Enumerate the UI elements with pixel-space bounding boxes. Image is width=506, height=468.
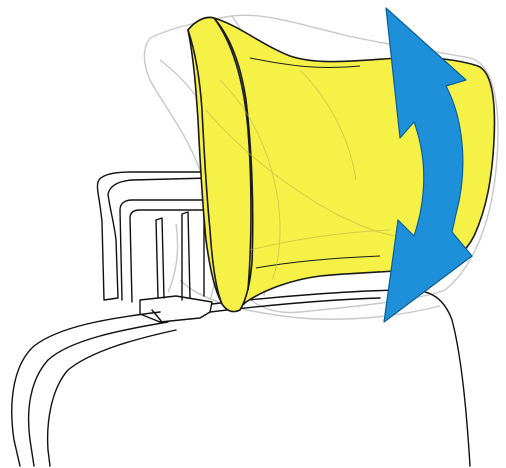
curved-double-arrow-icon [383, 7, 473, 323]
seat-back-outer-left [11, 311, 161, 467]
right-post-left [181, 211, 191, 301]
seat-back [11, 289, 471, 467]
left-post-inner [129, 209, 211, 303]
headrest-front-face [187, 16, 254, 313]
seat-back-mid-left [27, 321, 169, 467]
center-post-left [155, 217, 165, 299]
headrest-seam-top [249, 57, 361, 69]
ghost-headrest-back [143, 14, 499, 314]
seat-back-inner-left [46, 329, 177, 467]
headrest-support-frame [96, 171, 213, 323]
outer-frame [96, 171, 211, 301]
clamp-inner-line [151, 309, 163, 323]
seat-back-top-edge [211, 289, 471, 467]
headrest-overlay-ghost [205, 69, 411, 281]
ghost-post-shadow [167, 223, 179, 293]
headrest-seam-bottom [255, 255, 381, 269]
headrest-front-edge-line [213, 17, 252, 291]
rotation-arrow-shape [383, 7, 473, 323]
left-post-outer [119, 199, 211, 301]
clamp-block [139, 295, 213, 323]
